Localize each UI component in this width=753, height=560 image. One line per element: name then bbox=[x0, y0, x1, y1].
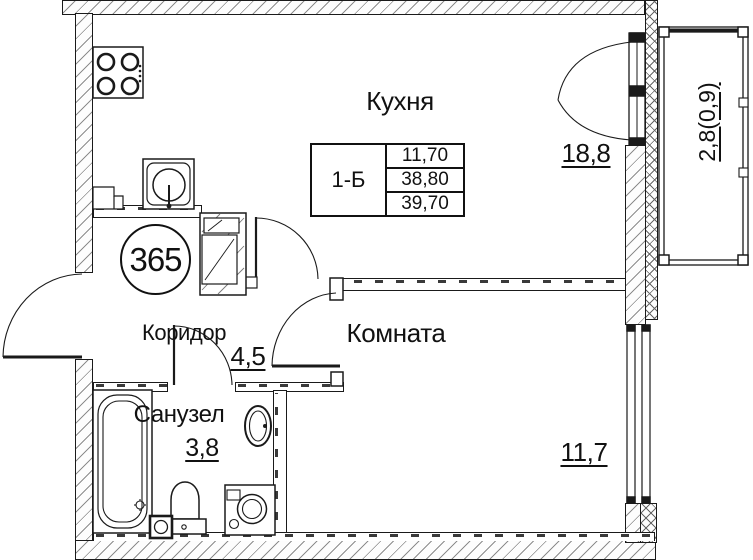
wall-left-lower bbox=[75, 359, 93, 542]
info-table: 1-Б 11,70 38,80 39,70 bbox=[310, 143, 465, 217]
drain-box bbox=[148, 514, 174, 540]
balcony-outline bbox=[658, 26, 749, 266]
wall-left-upper bbox=[75, 13, 93, 273]
wall-balcony-side bbox=[645, 0, 658, 320]
apartment-number-badge: 365 bbox=[120, 224, 191, 295]
partition-bathroom-right bbox=[273, 390, 287, 540]
kitchen-counter bbox=[92, 186, 124, 210]
entrance-door bbox=[2, 273, 83, 359]
bathroom-sink bbox=[244, 405, 272, 447]
kitchen-sink bbox=[142, 158, 195, 210]
kitchen-label: Кухня bbox=[366, 86, 434, 116]
balcony-door-window bbox=[557, 32, 646, 146]
washing-machine bbox=[224, 484, 276, 536]
bathtub-drain bbox=[134, 499, 146, 511]
wall-top bbox=[62, 0, 645, 15]
bathroom-door bbox=[172, 325, 233, 386]
partition-bathroom-top-right bbox=[235, 382, 344, 392]
room-label: Комната bbox=[346, 318, 446, 348]
bathroom-area: 3,8 bbox=[185, 434, 219, 462]
corridor-area: 4,5 bbox=[230, 341, 266, 371]
room-door bbox=[271, 292, 340, 368]
area-total-value: 38,80 bbox=[385, 167, 465, 193]
partition-end-cap bbox=[329, 277, 344, 301]
floor-edge-ticks bbox=[93, 532, 655, 541]
area-total-balcony-value: 39,70 bbox=[385, 191, 465, 217]
room-area: 11,7 bbox=[560, 437, 608, 467]
stove bbox=[92, 46, 144, 99]
vent-shaft bbox=[199, 212, 247, 296]
balcony-area: 2,8(0,9) bbox=[694, 82, 720, 162]
area-living-value: 11,70 bbox=[385, 143, 465, 169]
apartment-number: 365 bbox=[129, 240, 182, 278]
kitchen-area: 18,8 bbox=[561, 138, 611, 168]
bathtub bbox=[92, 389, 153, 534]
kitchen-door bbox=[254, 217, 319, 280]
corridor-label: Коридор bbox=[141, 320, 227, 345]
apartment-type: 1-Б bbox=[310, 143, 387, 217]
toilet bbox=[163, 481, 207, 535]
bathroom-label: Санузел bbox=[133, 401, 225, 428]
partition-kitchen-room bbox=[330, 278, 626, 291]
room-window bbox=[626, 324, 651, 504]
room-door-post bbox=[330, 371, 344, 387]
